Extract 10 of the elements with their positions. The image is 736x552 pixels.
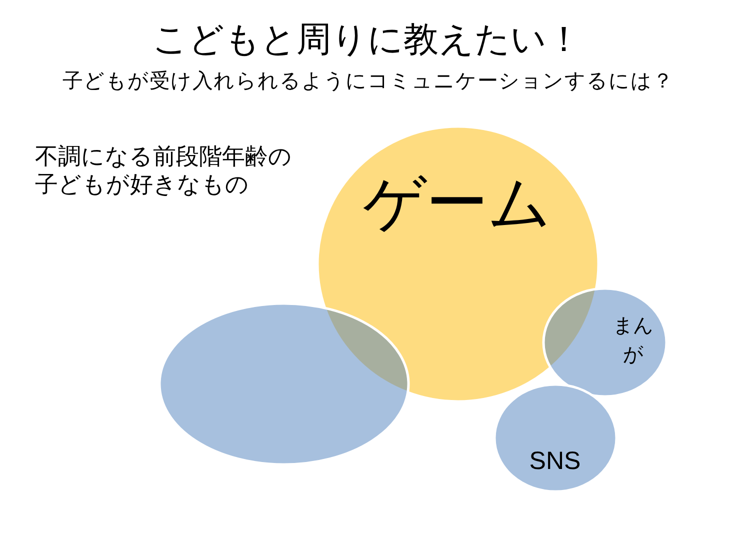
venn-ellipse — [158, 302, 410, 466]
venn-circle — [316, 125, 600, 403]
venn-circle — [542, 287, 668, 398]
subtitle: 子どもが受け入れられるようにコミュニケーションするには？ — [62, 68, 674, 94]
title: こどもと周りに教えたい！ — [152, 19, 582, 61]
circle-label: まんが — [612, 312, 654, 368]
venn-circle — [493, 383, 618, 493]
circle-label: SNS — [529, 446, 581, 476]
circle-label: ゲーム — [363, 166, 551, 240]
note-text: 不調になる前段階年齢の子どもが好きなもの — [35, 143, 293, 199]
